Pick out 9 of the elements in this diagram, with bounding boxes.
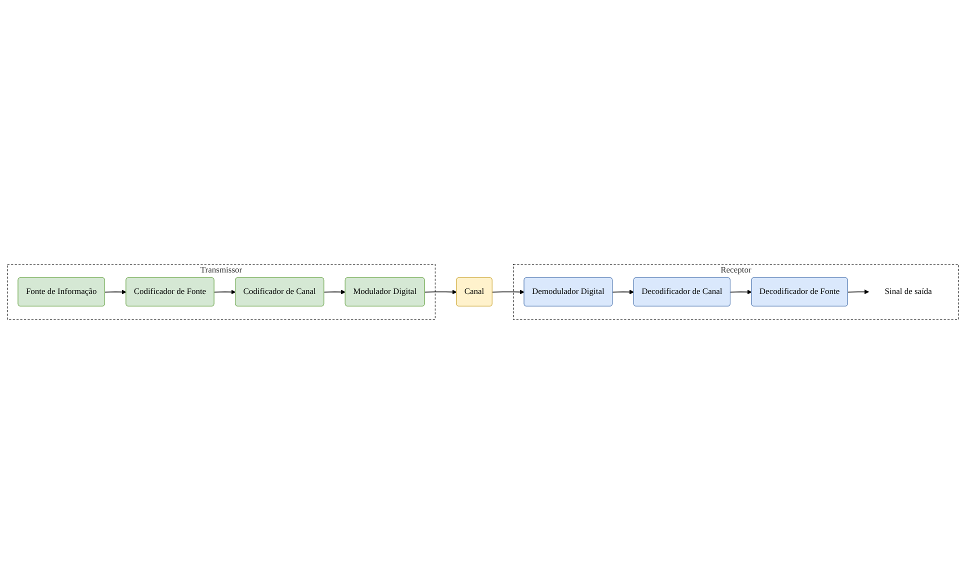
arrow — [848, 289, 870, 294]
arrow — [492, 289, 525, 294]
arrow — [214, 289, 236, 294]
node-text: Sinal de saída — [884, 286, 932, 296]
arrow — [424, 289, 457, 294]
arrow — [612, 289, 634, 294]
arrow — [104, 289, 126, 294]
arrow — [324, 289, 346, 294]
arrow — [730, 289, 752, 294]
